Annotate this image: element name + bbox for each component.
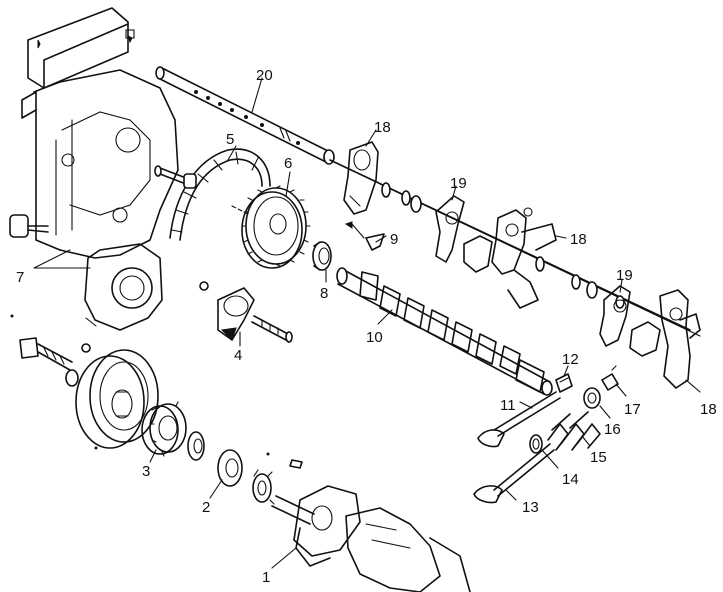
callout-4: 4 — [234, 347, 242, 364]
leader-7 — [33, 249, 91, 269]
part-20-rocker-shaft — [155, 66, 335, 165]
part-19-rocker-arm-2 — [599, 285, 661, 357]
callout-12: 12 — [562, 351, 579, 368]
crankshaft-pulley — [75, 349, 159, 449]
pulley-bolt — [19, 337, 91, 387]
callout-15: 15 — [590, 449, 607, 466]
callout-2: 2 — [202, 499, 210, 516]
leader-2 — [209, 479, 223, 499]
leader-16 — [599, 405, 611, 419]
part-12-collet — [555, 373, 573, 393]
part-19-rocker-arm-1 — [435, 195, 493, 273]
part-5-timing-belt — [169, 148, 271, 241]
leader-19-a — [451, 185, 457, 201]
part-7-timing-cover — [9, 7, 179, 331]
callout-9: 9 — [390, 231, 398, 248]
part-11-exhaust-valve — [477, 391, 561, 448]
leader-11 — [519, 401, 533, 409]
callout-18-bottom: 18 — [700, 401, 717, 418]
leader-15 — [581, 435, 591, 447]
callout-10: 10 — [366, 329, 383, 346]
callout-19-a: 19 — [450, 175, 467, 192]
leader-3 — [149, 449, 157, 463]
sprocket-axis-dash — [231, 205, 249, 215]
part-10-camshaft — [336, 267, 553, 396]
crank-washers — [187, 431, 303, 505]
part-3-crank-sprocket — [141, 401, 187, 457]
leader-14 — [541, 449, 559, 469]
part-6-cam-sprocket — [241, 185, 311, 269]
part-16-spring-retainer — [583, 387, 601, 409]
callout-7: 7 — [16, 269, 24, 286]
part-8-oil-seal — [312, 241, 332, 271]
callout-6: 6 — [284, 155, 292, 172]
part-13-intake-valve — [473, 443, 555, 504]
callout-1: 1 — [262, 569, 270, 586]
part-14-spring-seat — [529, 434, 543, 454]
callout-17: 17 — [624, 401, 641, 418]
callout-11: 11 — [500, 397, 516, 414]
leader-5 — [227, 145, 237, 161]
callout-16: 16 — [604, 421, 621, 438]
part-15-valve-spring — [547, 411, 601, 451]
part-18-rocker-post-bottom — [659, 289, 701, 389]
leader-20 — [251, 77, 263, 113]
leader-9 — [375, 235, 387, 243]
part-17-valve-cap — [601, 365, 619, 391]
callout-13: 13 — [522, 499, 539, 516]
shaft-spacers — [381, 182, 625, 309]
part-4-tensioner — [199, 281, 293, 343]
leader-17 — [615, 383, 627, 397]
leader-12 — [563, 365, 569, 377]
part-18-rocker-post-top — [343, 141, 379, 215]
callout-19-b: 19 — [616, 267, 633, 284]
leader-1 — [271, 547, 297, 569]
leader-18-top — [365, 129, 377, 147]
tensioner-bolt — [154, 165, 197, 189]
leader-18-bottom — [685, 379, 701, 393]
callout-18-top: 18 — [374, 119, 391, 136]
callout-3: 3 — [142, 463, 150, 480]
part-9-clip — [344, 221, 385, 251]
callout-8: 8 — [320, 285, 328, 302]
leader-19-b — [619, 279, 623, 293]
leader-6 — [285, 171, 291, 197]
callout-14: 14 — [562, 471, 579, 488]
callout-5: 5 — [226, 131, 234, 148]
callout-18-mid: 18 — [570, 231, 587, 248]
part-1-crankshaft — [271, 485, 471, 592]
leader-18-mid — [555, 235, 567, 239]
leader-13 — [505, 489, 517, 501]
leader-10 — [377, 309, 393, 325]
callout-20: 20 — [256, 67, 273, 84]
part-18-rocker-post-mid — [491, 207, 557, 309]
